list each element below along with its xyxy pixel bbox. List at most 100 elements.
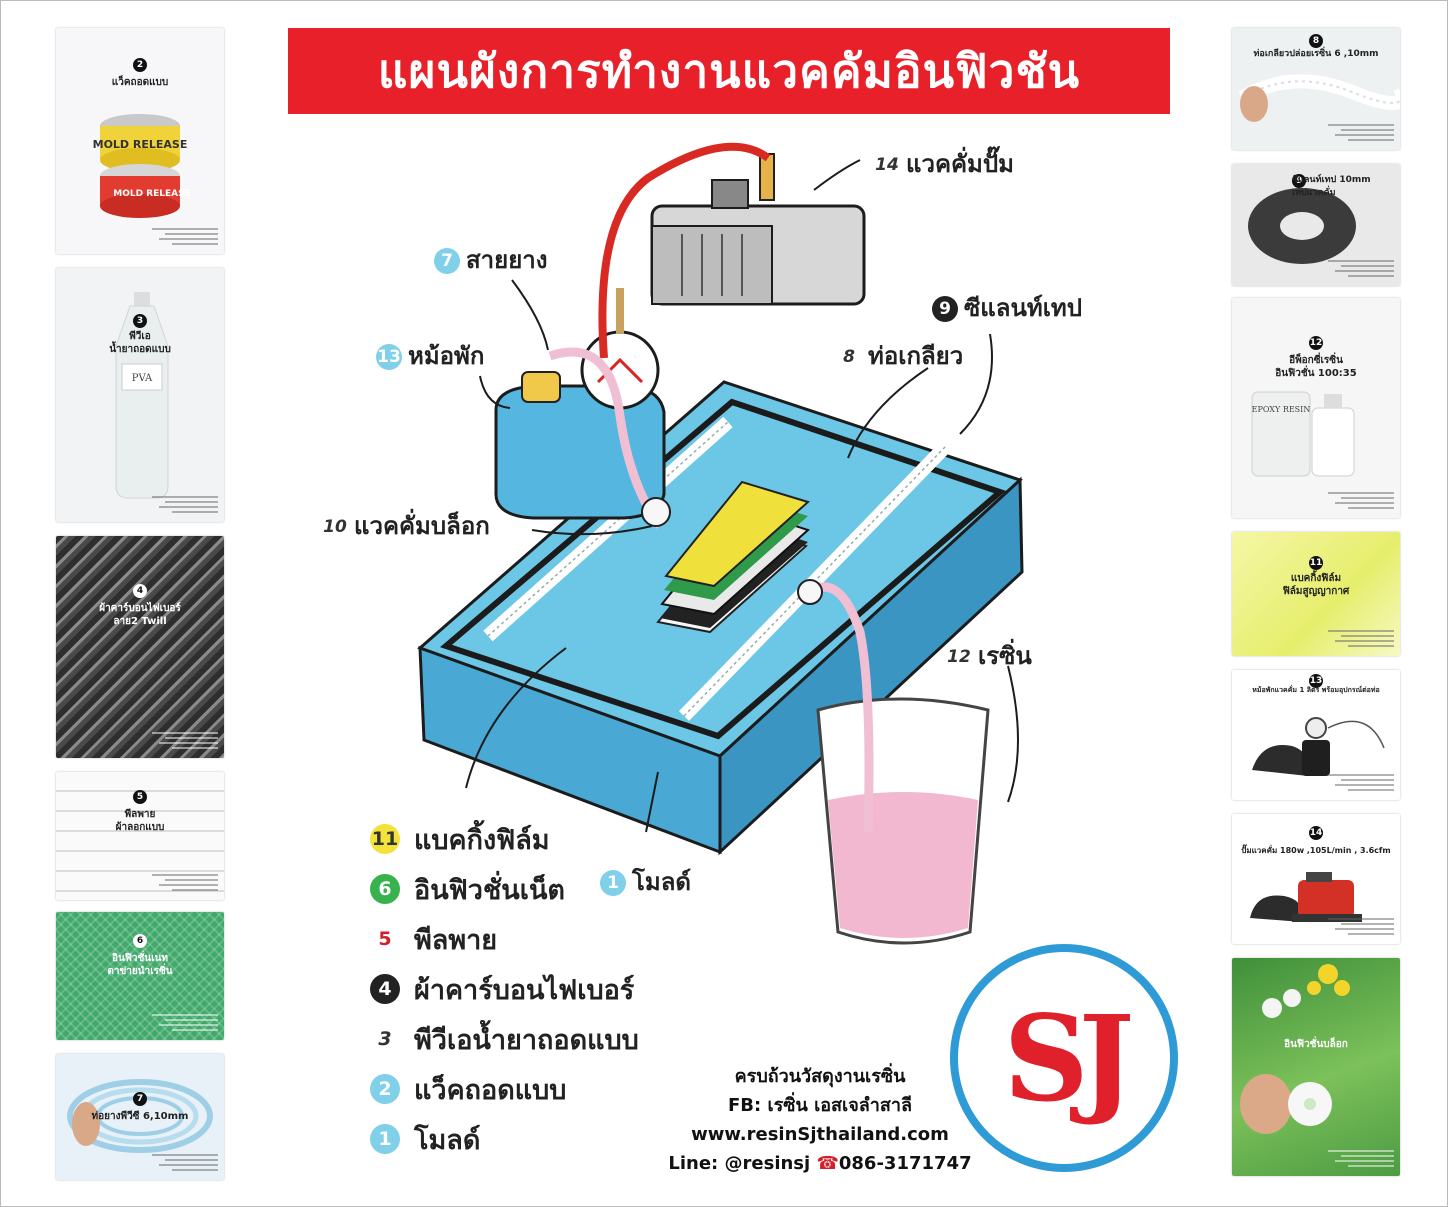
card-caption: ท่อเกลียวปล่อยเรซิ่น 6 ,10mm [1253,49,1379,59]
card-caption: ปั๊มแวคคั่ม 180w ,105L/min , 3.6cfm [1241,846,1391,855]
vacuum-block [641,497,671,527]
card-footer [152,1151,218,1174]
legend-text: ผ้าคาร์บอนไฟเบอร์ [414,974,635,1006]
legend-number: 3 [378,1028,392,1050]
card-number: 9 [1292,174,1307,188]
label-number: 1 [600,870,626,896]
legend-text: พีลพาย [414,924,498,956]
card-caption: พีวีเอ น้ำยาถอดแบบ [109,331,171,355]
card-infusion-block: อินฟิวชั่นบล็อก [1232,958,1400,1176]
label-resin: 12 เรซิ่น [946,636,1032,675]
phone-number: 086-3171747 [838,1153,972,1174]
card-footer [1328,257,1394,280]
card-footer [152,871,218,894]
facebook-text: FB: เรซิ่น เอสเจลำสาลี [728,1095,912,1116]
card-footer [1328,1147,1394,1170]
spiral-tube-image [1238,74,1400,122]
card-caption: อินฟิวชั่นเนท ตาข่ายนำเรซิ่น [107,953,173,977]
legend-number: 6 [370,874,400,904]
laminate-stack [656,480,810,634]
legend-text: โมลด์ [414,1124,481,1156]
vacuum-pump [650,153,866,306]
legend-item: 1 โมลด์ [370,1114,639,1164]
resin-feed-tube [807,582,874,833]
card-caption: ท่อยางพีวีซี 6,10mm [91,1111,189,1122]
label-text: เรซิ่น [978,642,1032,670]
legend-item: 11 แบคกิ้งฟิล์ม [370,814,639,864]
contact-block: ครบถ้วนวัสดุงานเรซิ่น FB: เรซิ่น เอสเจลำ… [640,1062,1000,1178]
card-footer [1328,771,1394,794]
pvc-tube-image [67,1079,213,1153]
legend-text: แว็คถอดแบบ [414,1074,567,1106]
card-caption: ซีแลนท์เทป 10mm เทปแวคคั่ม [1292,175,1371,198]
leader-lines [465,159,1019,833]
vacuum-infusion-diagram [417,142,1024,945]
legend-item: 4 ผ้าคาร์บอนไฟเบอร์ [370,964,639,1014]
legend-text: พีวีเอน้ำยาถอดแบบ [414,1024,639,1056]
card-vacuum-pump: 14 ปั๊มแวคคั่ม 180w ,105L/min , 3.6cfm [1232,814,1400,944]
card-footer [152,493,218,516]
vacuum-hose [598,142,771,359]
label-number: 12 [947,647,971,667]
legend-text: อินฟิวชั่นเน็ต [414,874,565,906]
legend-number: 1 [370,1124,400,1154]
card-caption: พีลพาย ผ้าลอกแบบ [115,809,165,833]
card-footer [1328,627,1394,650]
card-footer [1328,489,1394,512]
legend-item: 2 แว็คถอดแบบ [370,1064,639,1114]
legend-text: แบคกิ้งฟิล์ม [414,824,550,856]
legend-number: 11 [370,824,400,854]
label-text: ซีแลนท์เทป [964,294,1082,322]
logo-text: SJ [1003,988,1134,1128]
card-footer [152,225,218,248]
card-number: 11 [1309,556,1323,570]
vacuum-pump-image [1250,872,1362,922]
sealant-tape-image [1248,188,1356,264]
card-number: 6 [133,934,147,948]
card-number: 14 [1309,826,1323,840]
infusion-block-image [1240,964,1350,1134]
card-footer [1328,915,1394,938]
card-epoxy-resin: EPOXY RESIN 12 อีพ็อกซี่เรซิ่น อินฟิวชั่… [1232,298,1400,518]
label-spiral-tube: 8 ท่อเกลียว [836,336,963,375]
spiral-tube-left [483,416,733,642]
label-number: 10 [323,517,347,537]
legend-item: 6 อินฟิวชั่นเน็ต [370,864,639,914]
card-infusion-net: 6 อินฟิวชั่นเนท ตาข่ายนำเรซิ่น [56,912,224,1040]
resin-inlet [797,579,823,605]
legend-number: 4 [370,974,400,1004]
pot-to-block-tube [548,347,664,529]
card-pva: PVA 3 พีวีเอ น้ำยาถอดแบบ [56,268,224,522]
card-caption: หม้อพักแวคคั่ม 1 ลิตร พร้อมอุปกรณ์ต่อท่อ [1252,686,1380,694]
card-footer [152,1011,218,1034]
legend-item: 5 พีลพาย [370,914,639,964]
legend-number: 5 [378,928,392,950]
card-number: 13 [1309,674,1323,688]
card-footer [152,729,218,752]
resin-cup [816,697,990,945]
label-text: หม้อพัก [408,342,485,370]
sj-logo: SJ [950,944,1178,1172]
jar-label-bottom: MOLD RELEASE [113,189,191,199]
wax-jars-image: MOLD RELEASE MOLD RELEASE [93,114,191,218]
label-number: 9 [932,296,958,322]
website-link[interactable]: www.resinSjthailand.com [691,1124,949,1145]
resin-trap-image [1252,717,1385,776]
card-peel-ply: 5 พีลพาย ผ้าลอกแบบ [56,772,224,900]
card-number: 5 [133,790,147,804]
legend-number: 2 [370,1074,400,1104]
label-number: 14 [875,155,899,175]
page-title: แผนผังการทำงานแวคคัมอินฟิวชัน [377,43,1081,98]
card-number: 12 [1309,336,1323,350]
label-text: โมลด์ [632,868,692,896]
label-number: 8 [843,347,855,367]
line-id-text: Line: @resinsj [668,1153,817,1174]
legend-item: 3 พีวีเอน้ำยาถอดแบบ [370,1014,639,1064]
card-number: 4 [133,584,147,598]
label-text: ท่อเกลียว [868,342,964,370]
